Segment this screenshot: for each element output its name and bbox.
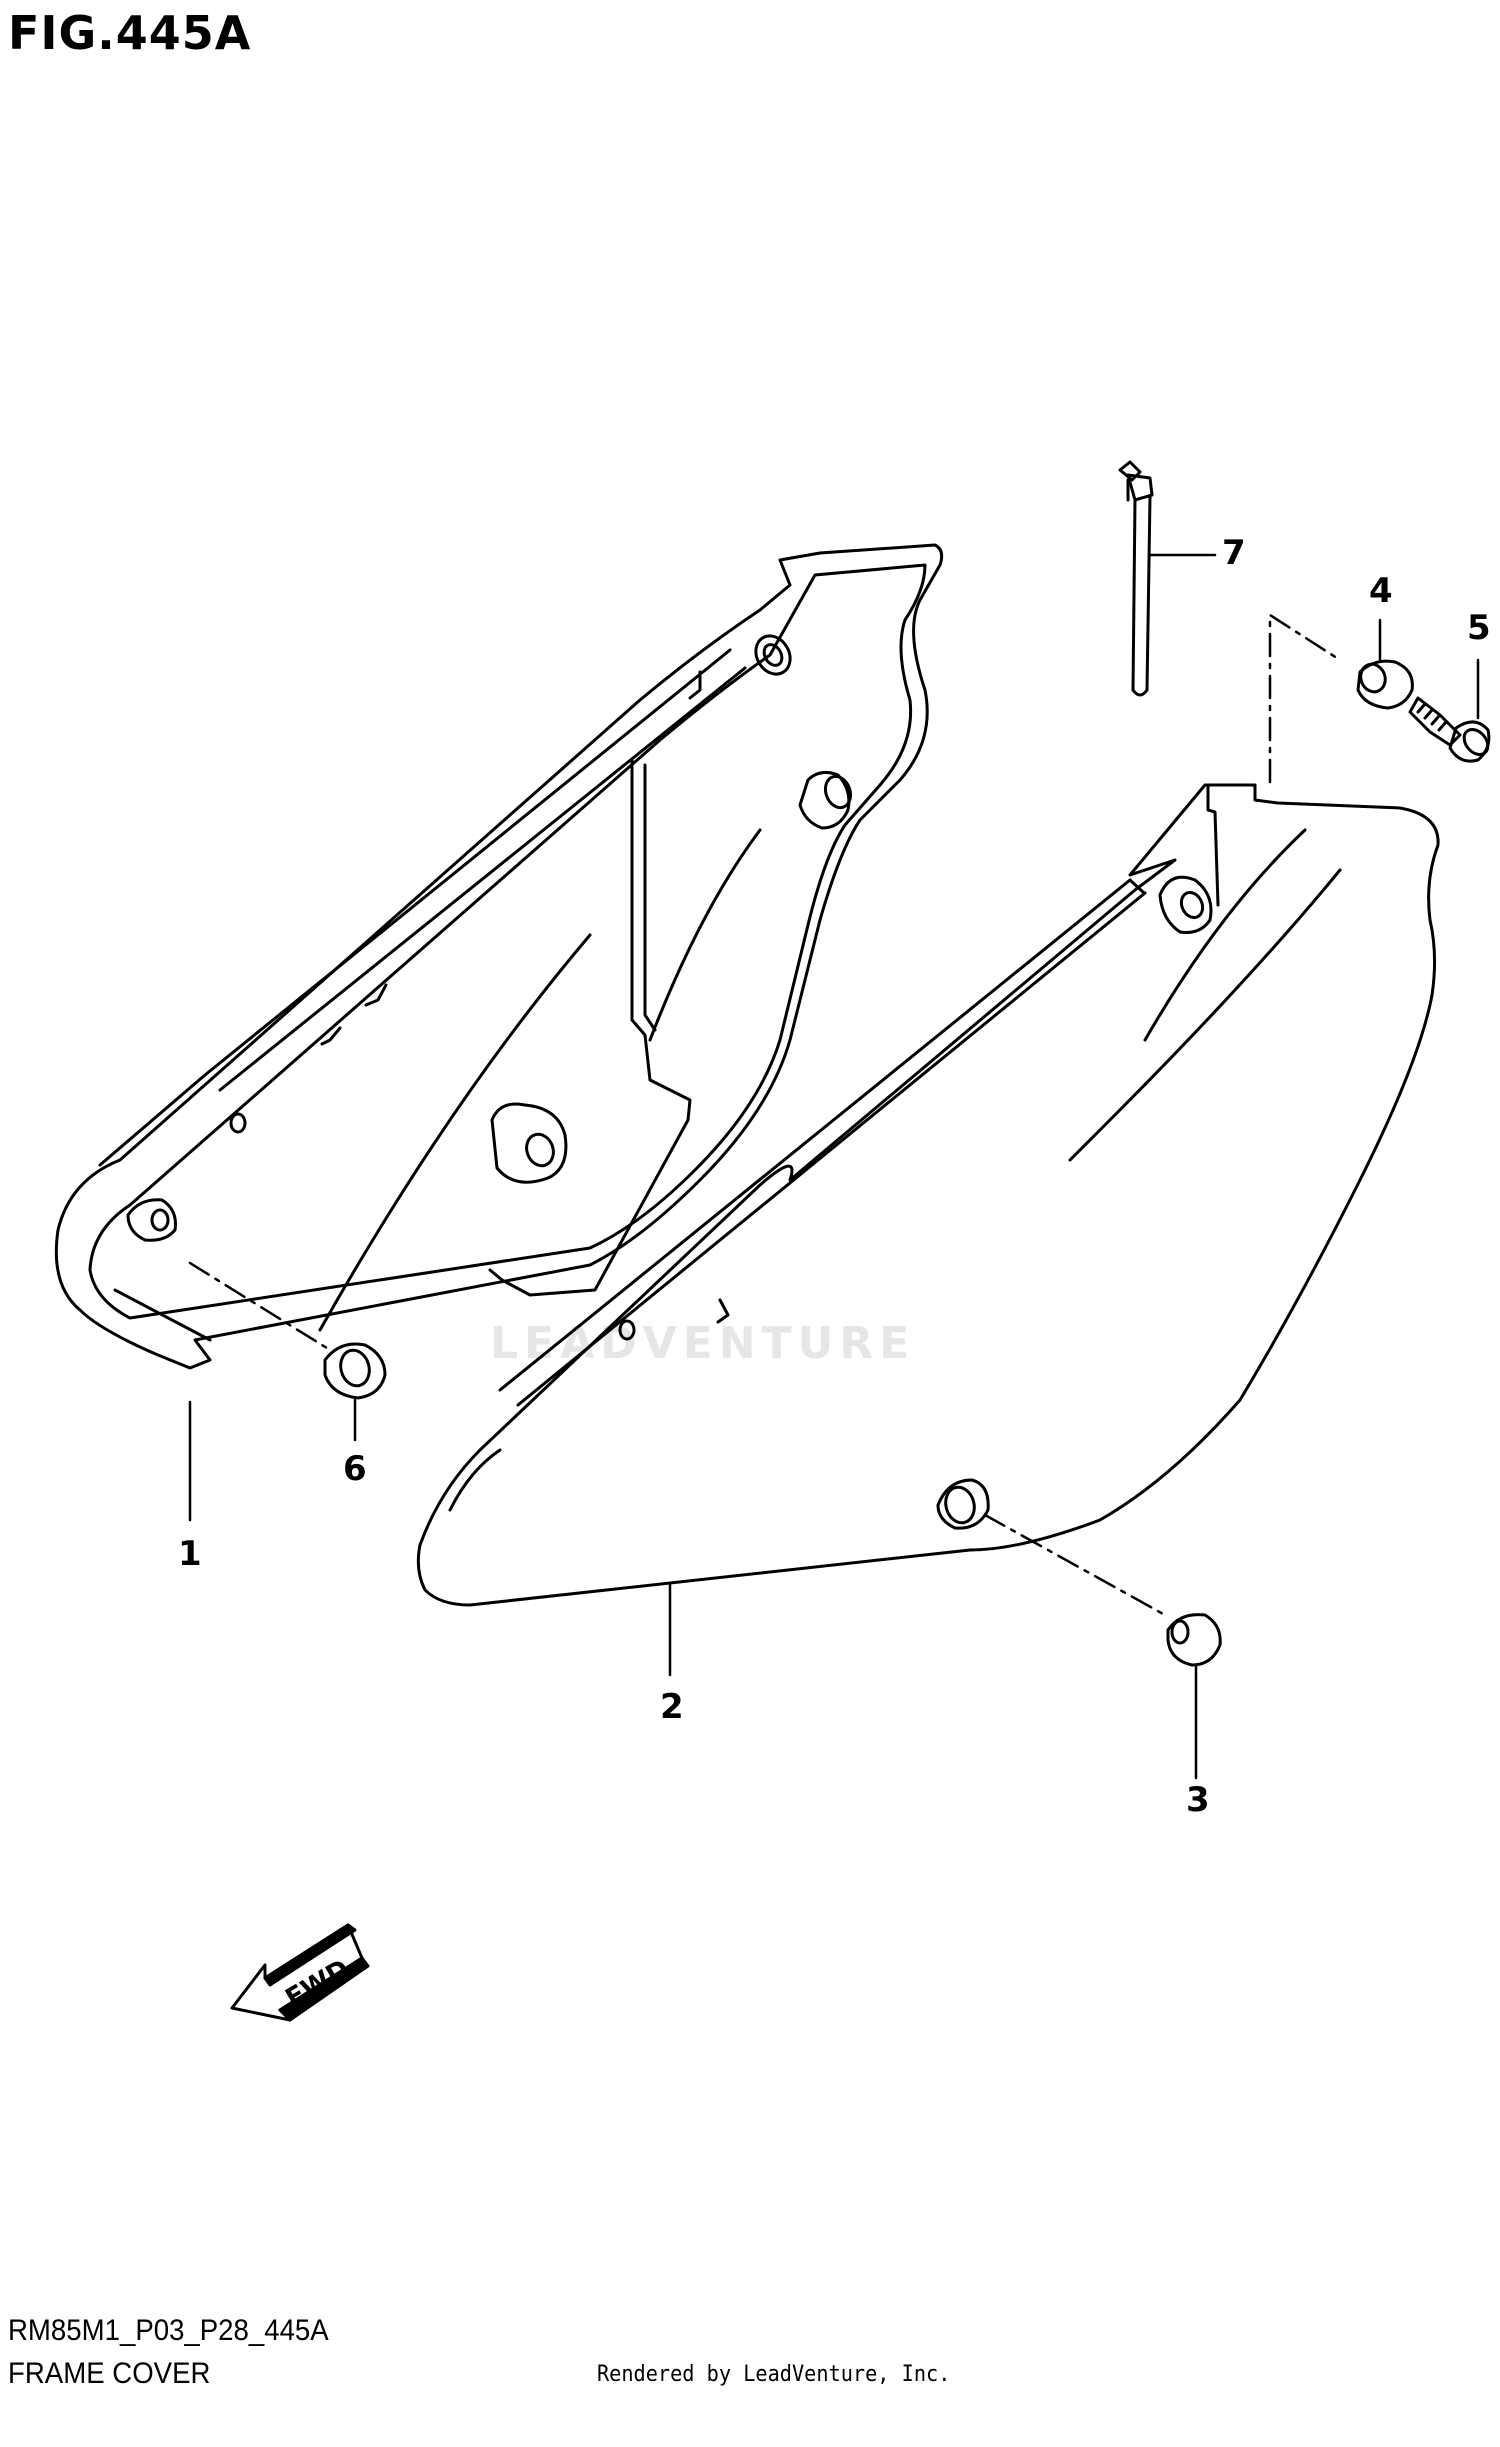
callout-6: 6 — [343, 1449, 367, 1489]
callout-1: 1 — [178, 1534, 202, 1574]
callout-7: 7 — [1222, 533, 1246, 573]
diagram-code: RM85M1_P03_P28_445A — [8, 2314, 329, 2347]
callout-5: 5 — [1467, 608, 1491, 648]
callout-4: 4 — [1369, 571, 1393, 611]
callout-3: 3 — [1186, 1780, 1210, 1820]
grommet-part-3[interactable] — [1166, 1613, 1222, 1667]
callout-2: 2 — [660, 1687, 684, 1727]
frame-cover-left-part-1[interactable] — [54, 543, 944, 1370]
frame-cover-right-part-2[interactable] — [416, 783, 1440, 1607]
watermark-text: LEADVENTURE — [490, 1318, 916, 1369]
bolt-part-5[interactable] — [1408, 696, 1493, 763]
rendered-by-credit: Rendered by LeadVenture, Inc. — [597, 2362, 951, 2387]
diagram-caption: FRAME COVER — [8, 2357, 211, 2390]
figure-title: FIG.445A — [8, 6, 252, 60]
fwd-arrow-icon: FWD — [230, 1923, 370, 2022]
cable-tie-part-7[interactable] — [1118, 460, 1154, 697]
grommet-part-4[interactable] — [1356, 659, 1414, 710]
grommet-part-6[interactable] — [323, 1342, 387, 1400]
leader-lines — [188, 553, 1480, 1780]
